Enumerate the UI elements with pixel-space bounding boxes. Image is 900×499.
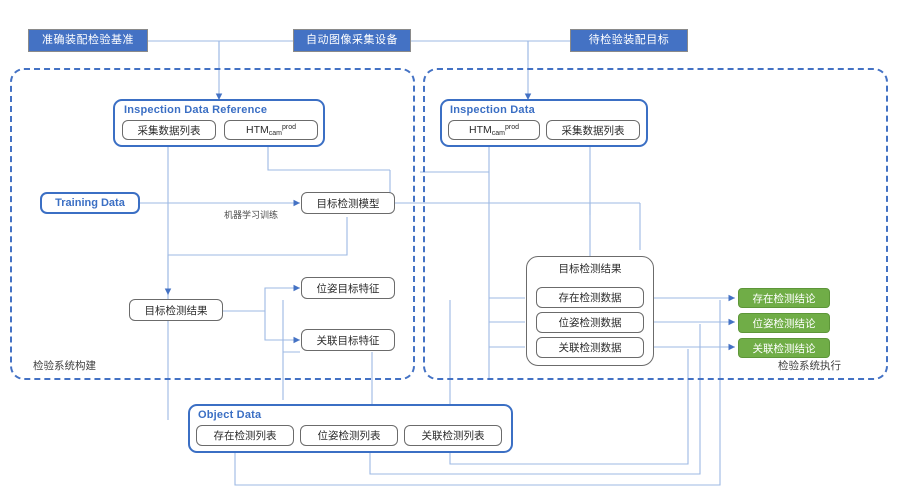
panel-build-label: 检验系统构建	[33, 360, 96, 372]
panel-build	[10, 68, 415, 380]
panel-execute	[423, 68, 888, 380]
node-exist-conclusion[interactable]: 存在检测结论	[738, 288, 830, 308]
node-pose-detection-data[interactable]: 位姿检测数据	[536, 312, 644, 333]
edge-label-ml-training: 机器学习训练	[224, 210, 279, 220]
node-relation-list[interactable]: 关联检测列表	[404, 425, 502, 446]
node-htm-production[interactable]: HTMcamprod	[448, 120, 540, 140]
node-exist-detection-data[interactable]: 存在检测数据	[536, 287, 644, 308]
node-detection-model[interactable]: 目标检测模型	[301, 192, 395, 214]
node-htm-reference[interactable]: HTMcamprod	[224, 120, 318, 140]
htm-formula: HTMcamprod	[469, 123, 519, 137]
header-box-target[interactable]: 待检验装配目标	[570, 29, 688, 52]
header-box-capture-device[interactable]: 自动图像采集设备	[293, 29, 411, 52]
node-pose-list[interactable]: 位姿检测列表	[300, 425, 398, 446]
group-detection-result-title: 目标检测结果	[558, 263, 622, 275]
group-inspection-data-reference-title: Inspection Data Reference	[124, 104, 268, 116]
node-pose-conclusion[interactable]: 位姿检测结论	[738, 313, 830, 333]
node-relation-conclusion[interactable]: 关联检测结论	[738, 338, 830, 358]
htm-formula: HTMcamprod	[246, 123, 296, 137]
group-object-data-title: Object Data	[198, 409, 262, 421]
group-inspection-data-title: Inspection Data	[450, 104, 535, 116]
node-capture-list-production[interactable]: 采集数据列表	[546, 120, 640, 140]
panel-execute-label: 检验系统执行	[778, 360, 841, 372]
node-pose-feature[interactable]: 位姿目标特征	[301, 277, 395, 299]
node-relation-feature[interactable]: 关联目标特征	[301, 329, 395, 351]
node-exist-list[interactable]: 存在检测列表	[196, 425, 294, 446]
node-relation-detection-data[interactable]: 关联检测数据	[536, 337, 644, 358]
node-capture-list[interactable]: 采集数据列表	[122, 120, 216, 140]
node-training-data[interactable]: Training Data	[40, 192, 140, 214]
header-box-standard[interactable]: 准确装配检验基准	[28, 29, 148, 52]
node-detection-result-left[interactable]: 目标检测结果	[129, 299, 223, 321]
